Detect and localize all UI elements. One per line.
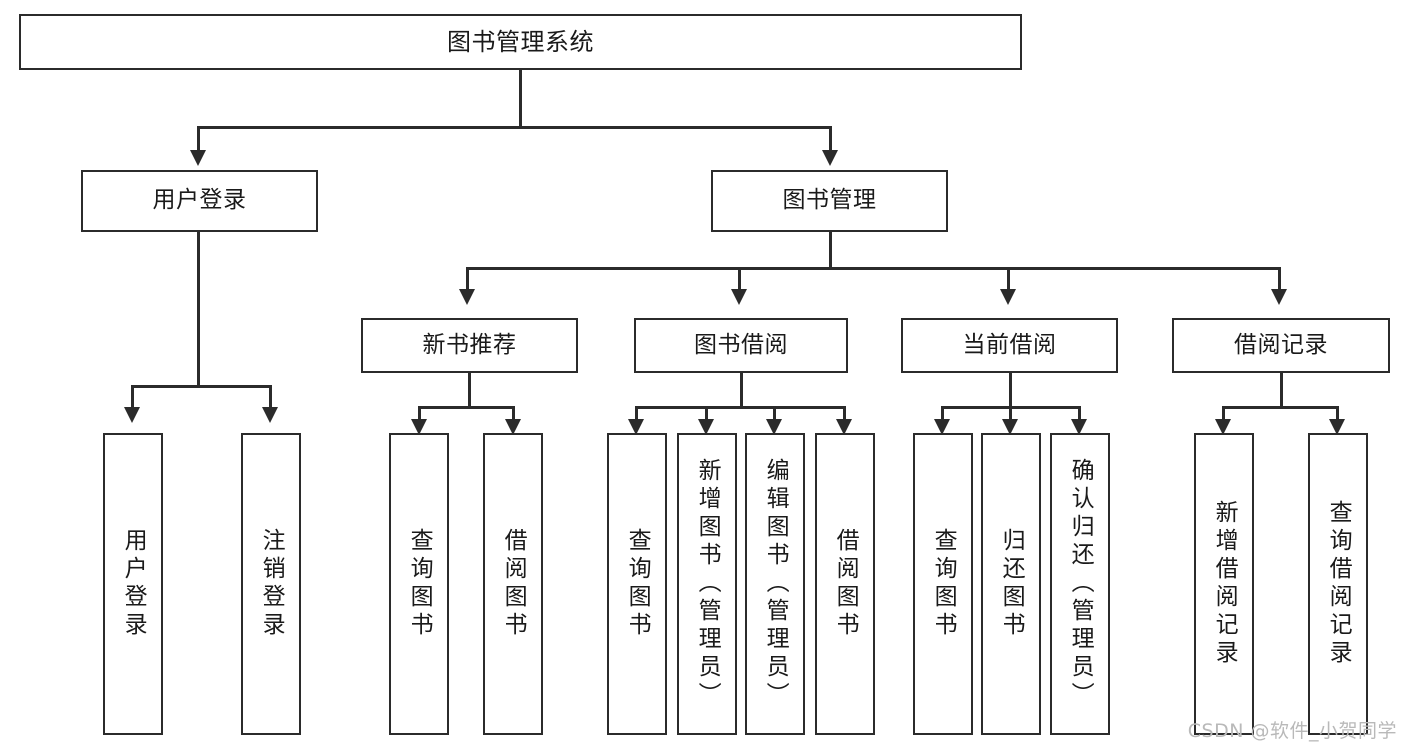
arrowhead-to-borrow-record <box>1271 289 1287 305</box>
connector-cb-leaf3 <box>1078 406 1081 421</box>
connector-br-leaf2 <box>1336 406 1339 421</box>
connector-bb-leaf1 <box>635 406 638 421</box>
node-leaf-query-book-1-label: 查询图书 <box>406 528 433 640</box>
connector-bb-leaf3 <box>773 406 776 421</box>
arrowhead-leaf-query-book-3 <box>934 419 950 435</box>
arrowhead-leaf-user-login <box>124 407 140 423</box>
connector-borrow-record-bus <box>1222 406 1338 409</box>
arrowhead-to-book-borrow <box>731 289 747 305</box>
arrowhead-leaf-borrow-book-1 <box>505 419 521 435</box>
node-borrow-record[interactable]: 借阅记录 <box>1172 318 1390 373</box>
connector-to-new-book-recommend <box>466 267 469 291</box>
node-leaf-add-book-label: 新增图书（管理员） <box>694 458 721 710</box>
node-new-book-recommend[interactable]: 新书推荐 <box>361 318 578 373</box>
arrowhead-leaf-user-logout <box>262 407 278 423</box>
arrowhead-leaf-add-record <box>1215 419 1231 435</box>
node-leaf-user-logout-label: 注销登录 <box>258 528 285 640</box>
node-leaf-query-record[interactable]: 查询借阅记录 <box>1308 433 1368 735</box>
connector-root-stem <box>519 70 522 128</box>
node-root[interactable]: 图书管理系统 <box>19 14 1022 70</box>
connector-root-bus <box>197 126 831 129</box>
connector-bb-leaf4 <box>843 406 846 421</box>
connector-to-book-borrow <box>738 267 741 291</box>
node-leaf-confirm-return-label: 确认归还（管理员） <box>1067 458 1094 710</box>
arrowhead-to-user-login <box>190 150 206 166</box>
connector-user-login-stem <box>197 232 200 387</box>
connector-user-login-leaf2 <box>269 385 272 409</box>
node-leaf-query-book-1[interactable]: 查询图书 <box>389 433 449 735</box>
arrowhead-leaf-confirm-return <box>1071 419 1087 435</box>
connector-nbr-leaf2 <box>512 406 515 421</box>
connector-cb-leaf2 <box>1009 406 1012 421</box>
node-leaf-edit-book-label: 编辑图书（管理员） <box>762 458 789 710</box>
node-leaf-borrow-book-2-label: 借阅图书 <box>832 528 859 640</box>
arrowhead-leaf-borrow-book-2 <box>836 419 852 435</box>
arrowhead-leaf-query-book-2 <box>628 419 644 435</box>
node-leaf-borrow-book-1-label: 借阅图书 <box>500 528 527 640</box>
node-user-login-label: 用户登录 <box>152 187 247 214</box>
connector-book-borrow-stem <box>740 373 743 408</box>
node-leaf-return-book-label: 归还图书 <box>998 528 1025 640</box>
node-book-borrow[interactable]: 图书借阅 <box>634 318 848 373</box>
arrowhead-leaf-query-record <box>1329 419 1345 435</box>
node-leaf-user-logout[interactable]: 注销登录 <box>241 433 301 735</box>
node-leaf-query-record-label: 查询借阅记录 <box>1325 500 1352 668</box>
node-leaf-query-book-2[interactable]: 查询图书 <box>607 433 667 735</box>
connector-cb-leaf1 <box>941 406 944 421</box>
node-borrow-record-label: 借阅记录 <box>1234 331 1328 358</box>
arrowhead-to-current-borrow <box>1000 289 1016 305</box>
connector-book-manage-bus <box>466 267 1281 270</box>
arrowhead-to-book-manage <box>822 150 838 166</box>
arrowhead-to-new-book-recommend <box>459 289 475 305</box>
node-leaf-add-book[interactable]: 新增图书（管理员） <box>677 433 737 735</box>
node-new-book-recommend-label: 新书推荐 <box>422 331 517 358</box>
connector-new-book-recommend-stem <box>468 373 471 408</box>
arrowhead-leaf-add-book <box>698 419 714 435</box>
node-leaf-borrow-book-2[interactable]: 借阅图书 <box>815 433 875 735</box>
node-leaf-add-record-label: 新增借阅记录 <box>1211 500 1238 668</box>
arrowhead-leaf-return-book <box>1002 419 1018 435</box>
node-book-manage-label: 图书管理 <box>782 187 877 214</box>
node-leaf-add-record[interactable]: 新增借阅记录 <box>1194 433 1254 735</box>
connector-book-manage-stem <box>829 232 832 269</box>
arrowhead-leaf-query-book-1 <box>411 419 427 435</box>
node-leaf-user-login-label: 用户登录 <box>120 528 147 640</box>
connector-user-login-leaf1 <box>131 385 134 409</box>
node-leaf-user-login[interactable]: 用户登录 <box>103 433 163 735</box>
node-current-borrow-label: 当前借阅 <box>962 331 1057 358</box>
connector-to-current-borrow <box>1007 267 1010 291</box>
node-current-borrow[interactable]: 当前借阅 <box>901 318 1118 373</box>
node-leaf-borrow-book-1[interactable]: 借阅图书 <box>483 433 543 735</box>
node-leaf-confirm-return[interactable]: 确认归还（管理员） <box>1050 433 1110 735</box>
node-book-borrow-label: 图书借阅 <box>694 331 788 358</box>
connector-current-borrow-stem <box>1009 373 1012 408</box>
arrowhead-leaf-edit-book <box>766 419 782 435</box>
connector-to-book-manage <box>829 126 832 152</box>
connector-br-leaf1 <box>1222 406 1225 421</box>
connector-book-borrow-bus <box>635 406 845 409</box>
node-leaf-query-book-2-label: 查询图书 <box>624 528 651 640</box>
connector-nbr-leaf1 <box>418 406 421 421</box>
node-leaf-query-book-3-label: 查询图书 <box>930 528 957 640</box>
connector-to-user-login <box>197 126 200 152</box>
connector-user-login-bus <box>131 385 271 388</box>
node-user-login[interactable]: 用户登录 <box>81 170 318 232</box>
node-book-manage[interactable]: 图书管理 <box>711 170 948 232</box>
connector-to-borrow-record <box>1278 267 1281 291</box>
node-leaf-query-book-3[interactable]: 查询图书 <box>913 433 973 735</box>
connector-bb-leaf2 <box>705 406 708 421</box>
connector-new-book-recommend-bus <box>418 406 514 409</box>
connector-borrow-record-stem <box>1280 373 1283 408</box>
node-leaf-edit-book[interactable]: 编辑图书（管理员） <box>745 433 805 735</box>
node-root-label: 图书管理系统 <box>447 27 594 56</box>
node-leaf-return-book[interactable]: 归还图书 <box>981 433 1041 735</box>
